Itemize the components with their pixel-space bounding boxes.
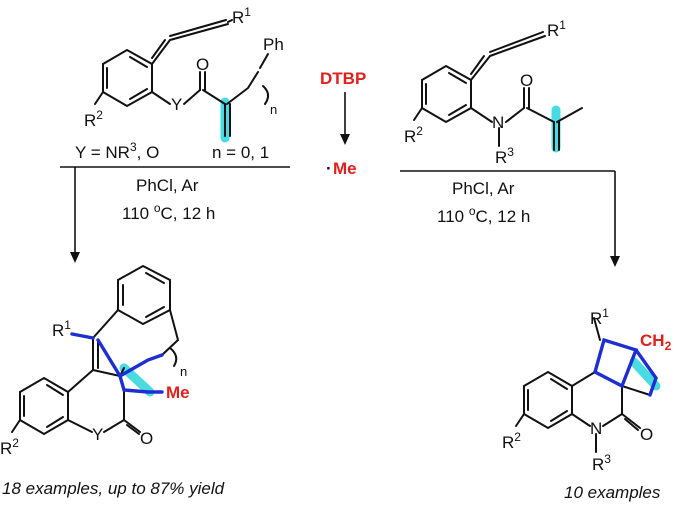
right-substrate-N: N <box>492 113 504 132</box>
left-product-bottom-benzene <box>19 376 69 436</box>
left-product-R2: R2 <box>0 436 19 458</box>
left-product-O: O <box>140 429 153 448</box>
left-substrate-R1: R1 <box>232 5 251 27</box>
right-substrate <box>413 31 583 153</box>
right-substrate-R2: R2 <box>404 124 423 146</box>
right-product-R3: R3 <box>592 452 611 474</box>
right-conditions-solvent: PhCl, Ar <box>452 179 515 198</box>
reagent-oxidant: DTBP <box>320 69 366 88</box>
right-conditions-temp: 110 oC, 12 h <box>437 204 530 226</box>
left-substrate-R2: R2 <box>84 108 103 130</box>
left-substrate-benzene <box>102 48 153 108</box>
right-substrate-benzene <box>421 64 472 124</box>
left-product-new-bond-2 <box>118 374 164 394</box>
left-product-Y: Y <box>92 425 103 444</box>
right-substrate-alkyne <box>489 31 546 57</box>
left-product-new-bond-4 <box>96 338 122 378</box>
right-product-ch2-bond <box>634 348 658 397</box>
right-product-R1: R1 <box>590 306 609 328</box>
radical-methyl: Me <box>333 159 357 178</box>
right-product-benzene <box>523 370 573 430</box>
left-product-Me: Me <box>166 383 190 402</box>
left-substrate <box>94 19 269 143</box>
right-substrate-R1: R1 <box>547 18 566 40</box>
left-product-n: n <box>180 364 187 379</box>
left-caption: 18 examples, up to 87% yield <box>2 479 225 498</box>
right-product-highlight <box>629 357 661 391</box>
left-product-new-bond-3 <box>118 353 164 378</box>
right-product-R2: R2 <box>502 430 521 452</box>
right-caption: 10 examples <box>564 483 661 502</box>
right-product-new-ring <box>593 337 639 388</box>
left-n-note: n = 0, 1 <box>212 143 269 162</box>
left-substrate-alkyne <box>169 19 229 41</box>
left-substrate-O: O <box>196 55 209 74</box>
radical-arrow-head <box>340 134 350 145</box>
left-product <box>11 264 180 436</box>
right-product <box>515 317 661 453</box>
left-substrate-Ph: Ph <box>263 35 284 54</box>
right-product-CH2: CH2 <box>640 331 672 353</box>
left-product-top-benzene <box>117 264 171 326</box>
left-conditions-temp: 110 oC, 12 h <box>122 201 215 223</box>
right-arrow-head <box>610 256 620 267</box>
left-substrate-n: n <box>270 102 277 117</box>
left-arrow-head <box>70 252 80 263</box>
left-product-R1: R1 <box>52 318 71 340</box>
right-substrate-O: O <box>520 71 533 90</box>
left-conditions-solvent: PhCl, Ar <box>136 176 199 195</box>
radical-dot: · <box>326 159 332 178</box>
left-substrate-Y: Y <box>171 95 182 114</box>
right-product-O: O <box>640 425 653 444</box>
left-product-new-bond-1 <box>70 332 95 340</box>
right-product-N: N <box>590 419 602 438</box>
left-substrate-benzene-inner <box>106 56 148 100</box>
right-product-new-bond <box>593 370 624 388</box>
left-substituent-note: Y = NR3, O <box>75 140 159 162</box>
right-substrate-R3: R3 <box>495 145 514 167</box>
